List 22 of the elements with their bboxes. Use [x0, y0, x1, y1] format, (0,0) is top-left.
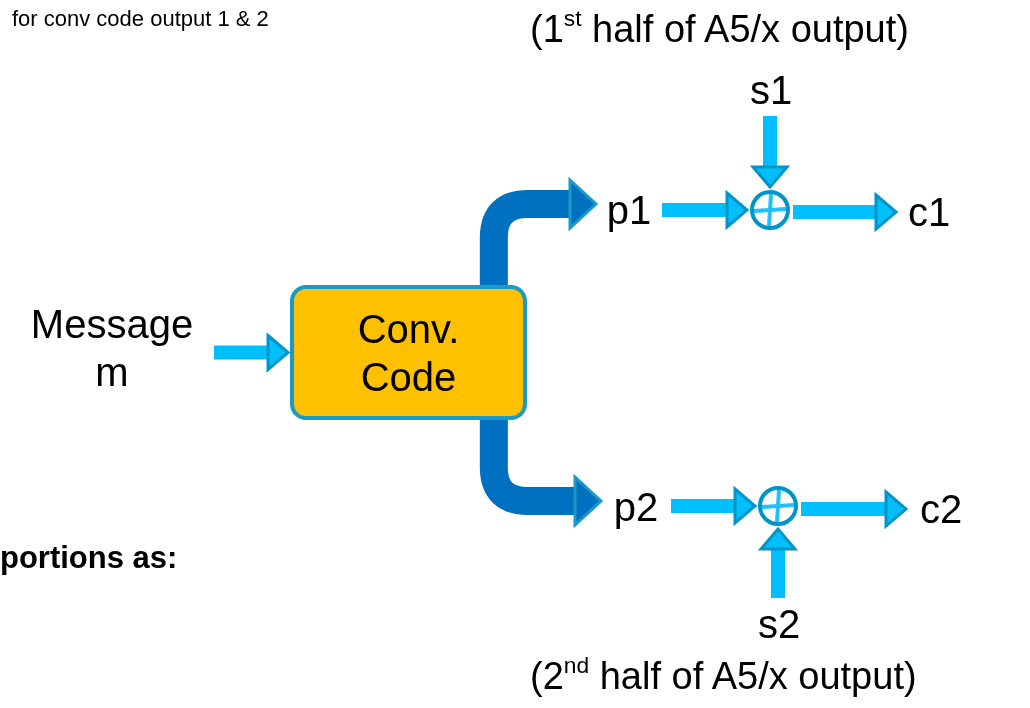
node-label: Message m: [29, 301, 195, 396]
heading-text: portions as:: [0, 540, 178, 576]
xor-symbol: [757, 485, 799, 527]
node-label: c1: [907, 189, 951, 236]
source-note: (1$^{st}$ half of A5/x output): [530, 8, 909, 51]
block-arrow: [751, 116, 789, 189]
block-arrow: [801, 490, 908, 528]
block-arrow: [671, 487, 757, 525]
node-label: s2: [757, 601, 801, 648]
note-text: for conv code output 1 & 2: [12, 6, 269, 32]
block-arrow: [793, 193, 898, 231]
node-label: p2: [613, 484, 659, 531]
node-label: p1: [606, 187, 652, 234]
node-label: s1: [749, 67, 793, 114]
block-arrow: [662, 191, 749, 229]
block-arrow: [759, 527, 797, 598]
process-box: [290, 285, 527, 420]
node-label: c2: [919, 486, 963, 533]
block-arrow: [214, 334, 290, 371]
source-note: (2$^{nd}$ half of A5/x output): [530, 655, 917, 698]
xor-symbol: [749, 189, 791, 231]
box-label: Conv. Code: [356, 305, 461, 401]
